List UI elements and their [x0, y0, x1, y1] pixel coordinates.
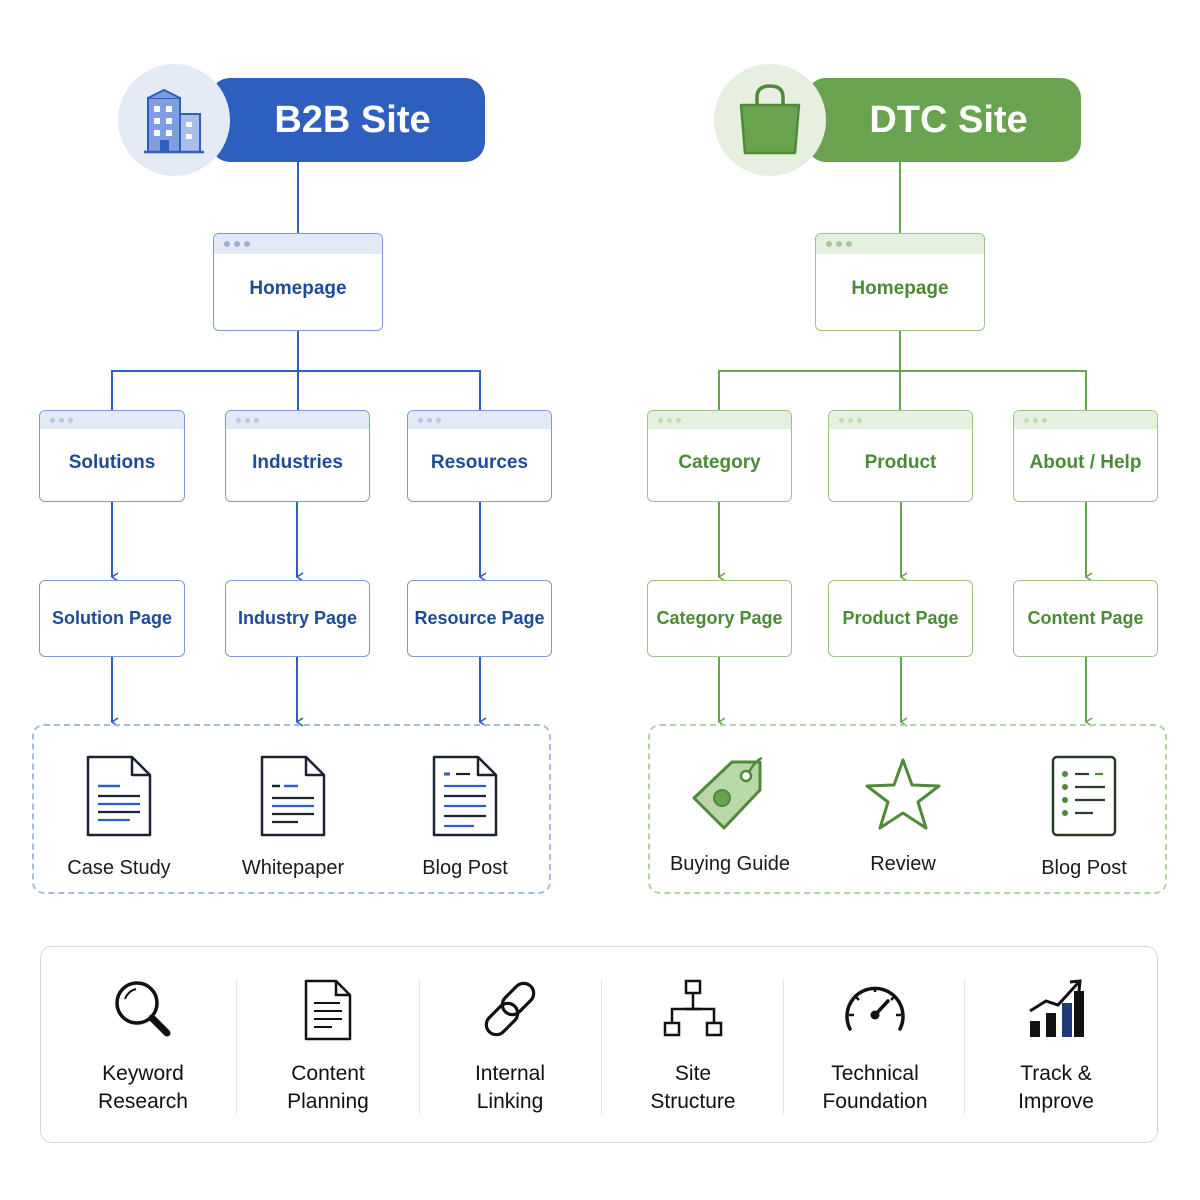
pillar-label-line1: Track &	[1020, 1062, 1092, 1085]
dtc-section-box: Category	[647, 410, 792, 502]
dtc-section-label: Category	[678, 452, 761, 473]
b2b-content-item: Blog Post	[380, 754, 550, 880]
shopping-bag-icon	[739, 84, 801, 155]
b2b-page-label: Solution Page	[51, 608, 172, 628]
dtc-section-box: Product	[828, 410, 973, 502]
sitemap-icon	[663, 979, 723, 1037]
dtc-section-box: About / Help	[1013, 410, 1158, 502]
price-tag-icon	[692, 756, 763, 830]
content-label: Case Study	[67, 857, 171, 879]
star-icon	[865, 758, 941, 830]
pillar-label-line2: Improve	[1018, 1090, 1094, 1113]
pillar-track-improve: Track & Improve	[965, 977, 1147, 1116]
pillar-label-line1: Site	[674, 1062, 712, 1085]
dtc-content-item: Review	[818, 754, 988, 876]
b2b-page-label: Resource Page	[414, 608, 545, 628]
pillar-label-line2: Structure	[650, 1090, 736, 1113]
pillar-label-line2: Research	[98, 1090, 188, 1113]
checklist-document-icon	[1051, 755, 1117, 837]
b2b-connectors	[110, 162, 487, 727]
divider	[419, 979, 420, 1115]
dtc-page-label: Content Page	[1027, 608, 1144, 628]
document-icon	[304, 979, 352, 1041]
divider	[236, 979, 237, 1115]
b2b-section-label: Industries	[252, 452, 343, 473]
content-label: Blog Post	[1041, 857, 1127, 879]
pillar-label-line2: Foundation	[822, 1090, 928, 1113]
b2b-page-box: Solution Page	[39, 580, 185, 657]
b2b-site-title: B2B Site	[210, 78, 485, 162]
pillar-label-line1: Internal	[474, 1062, 546, 1085]
bar-chart-icon	[1029, 979, 1084, 1037]
office-building-icon	[144, 88, 204, 154]
pillar-label-line1: Keyword	[102, 1062, 184, 1085]
pillar-label-line2: Linking	[476, 1090, 544, 1113]
b2b-content-item: Whitepaper	[208, 754, 378, 880]
b2b-homepage-label: Homepage	[249, 278, 347, 299]
content-label: Buying Guide	[669, 853, 791, 875]
divider	[601, 979, 602, 1115]
b2b-section-box: Resources	[407, 410, 552, 502]
b2b-section-label: Resources	[430, 452, 529, 473]
pillar-label-line2: Planning	[287, 1090, 369, 1113]
dtc-content-group	[648, 724, 1167, 894]
pillar-label-line1: Technical	[831, 1062, 919, 1085]
divider	[964, 979, 965, 1115]
link-icon	[484, 981, 536, 1037]
b2b-page-box: Industry Page	[225, 580, 370, 657]
dtc-page-box: Category Page	[647, 580, 792, 657]
dtc-page-box: Content Page	[1013, 580, 1158, 657]
dtc-section-label: Product	[864, 452, 937, 473]
content-label: Review	[870, 853, 936, 875]
dtc-site-title: DTC Site	[806, 78, 1081, 162]
b2b-page-box: Resource Page	[407, 580, 552, 657]
b2b-page-label: Industry Page	[237, 608, 358, 628]
dtc-content-item: Blog Post	[999, 754, 1169, 880]
whitepaper-document-icon	[260, 755, 326, 837]
case-study-document-icon	[86, 755, 152, 837]
content-label: Whitepaper	[241, 857, 345, 879]
pillar-label-line1: Content	[291, 1062, 365, 1085]
dtc-connectors	[717, 162, 1093, 727]
dtc-homepage-box: Homepage	[815, 233, 985, 331]
b2b-section-label: Solutions	[68, 452, 156, 473]
divider	[783, 979, 784, 1115]
b2b-section-box: Solutions	[39, 410, 185, 502]
b2b-icon-circle	[118, 64, 230, 176]
dtc-icon-circle	[714, 64, 826, 176]
dtc-page-label: Product Page	[842, 608, 959, 628]
magnifier-icon	[115, 981, 171, 1037]
blog-post-document-icon	[432, 755, 498, 837]
dtc-page-box: Product Page	[828, 580, 973, 657]
dtc-section-label: About / Help	[1029, 452, 1142, 473]
b2b-content-item: Case Study	[34, 754, 204, 880]
b2b-content-group	[32, 724, 551, 894]
dtc-content-item: Buying Guide	[645, 754, 815, 876]
b2b-homepage-box: Homepage	[213, 233, 383, 331]
gauge-icon	[845, 986, 905, 1031]
b2b-section-box: Industries	[225, 410, 370, 502]
dtc-page-label: Category Page	[656, 608, 783, 628]
dtc-homepage-label: Homepage	[851, 278, 949, 299]
content-label: Blog Post	[422, 857, 508, 879]
